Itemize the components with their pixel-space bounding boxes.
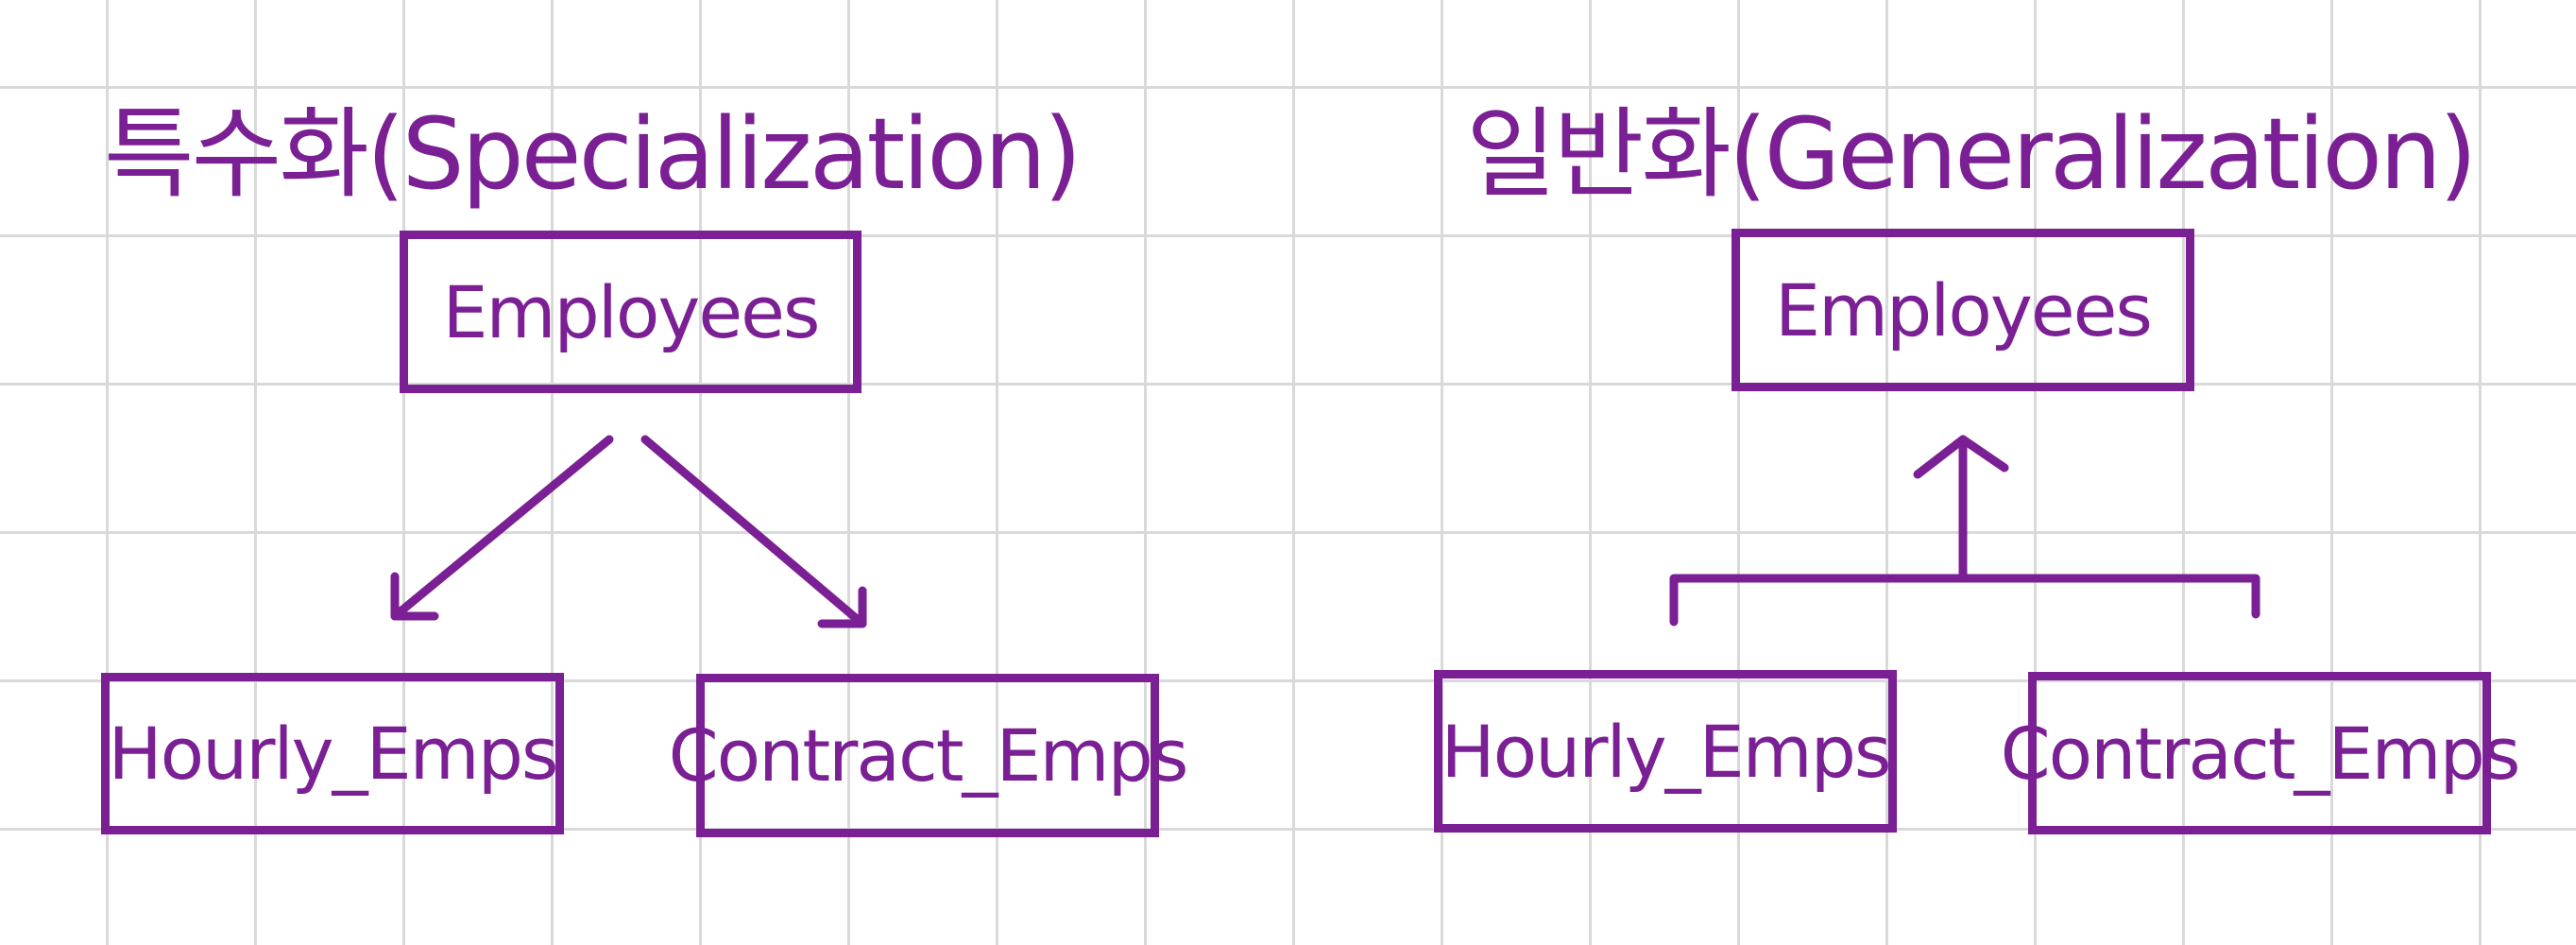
- spec-child-box-contract: Contract_Emps: [669, 674, 1188, 837]
- gen-bracket: [1669, 574, 2260, 627]
- spec-parent-box: Employees: [400, 231, 862, 393]
- gen-child-box-hourly: Hourly_Emps: [1434, 670, 1897, 833]
- gen-parent-box: Employees: [1732, 229, 2194, 391]
- generalization-title: 일반화(Generalization): [1466, 96, 2477, 212]
- spec-arrow-right-head: [817, 586, 867, 628]
- spec-arrow-right-shaft: [640, 435, 867, 628]
- spec-arrow-left-shaft: [390, 435, 614, 621]
- gen-parent-label: Employees: [1775, 267, 2153, 352]
- gen-child-label-hourly: Hourly_Emps: [1441, 709, 1891, 794]
- spec-parent-label: Employees: [442, 269, 821, 354]
- gen-arrow-head: [1913, 435, 2009, 479]
- specialization-title: 특수화(Specialization): [104, 96, 1082, 212]
- spec-child-label-contract: Contract_Emps: [668, 713, 1189, 798]
- spec-child-box-hourly: Hourly_Emps: [101, 673, 564, 834]
- gen-child-label-contract: Contract_Emps: [2000, 711, 2521, 796]
- spec-child-label-hourly: Hourly_Emps: [108, 712, 558, 796]
- spec-arrow-left-head: [390, 572, 439, 621]
- gen-child-box-contract: Contract_Emps: [2001, 672, 2520, 834]
